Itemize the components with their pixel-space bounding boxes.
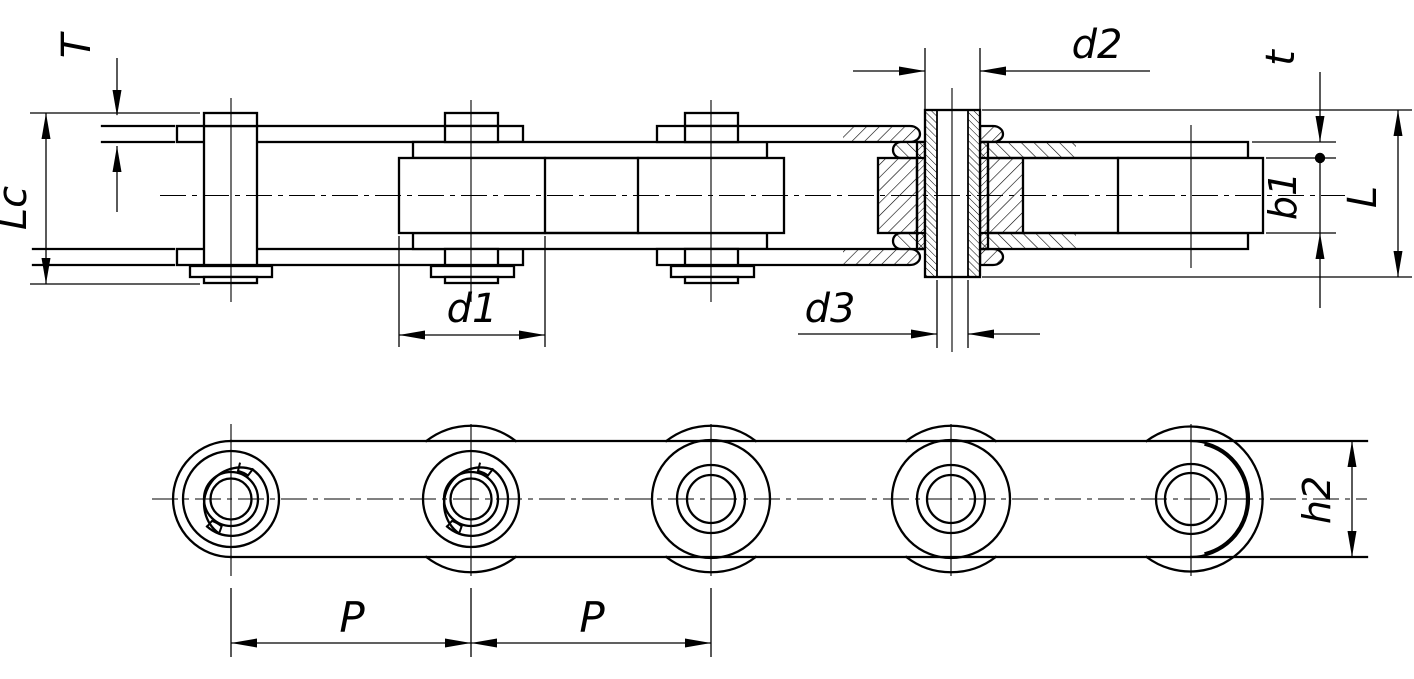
dimension-labels: T Lc d1 d2 d3 t b1 L h2 P P xyxy=(0,22,1386,642)
outer-plate-section-hatch xyxy=(843,249,920,265)
dim-label-b1: b1 xyxy=(1261,172,1305,220)
dim-label-h2: h2 xyxy=(1295,476,1339,524)
dim-label-Lc: Lc xyxy=(0,186,36,230)
outer-plate-bottom-1 xyxy=(175,247,525,267)
dimension-arrowheads xyxy=(41,66,1403,648)
dim-label-t: t xyxy=(1258,49,1304,66)
left-broken-plate-stubs xyxy=(31,124,176,267)
inner-plate-bottom-1 xyxy=(411,231,769,251)
dimension-dot-terminator xyxy=(1314,152,1326,164)
dim-label-L: L xyxy=(1340,186,1386,208)
joint-centerlines xyxy=(230,88,1192,576)
dim-label-d3: d3 xyxy=(805,286,856,332)
dimension-b1 xyxy=(1266,152,1336,308)
dim-label-P2: P xyxy=(579,593,605,642)
centerlines xyxy=(152,194,1367,500)
dim-label-d2: d2 xyxy=(1072,22,1123,68)
outer-plate-top-1 xyxy=(175,124,525,144)
dimension-L xyxy=(982,109,1412,278)
dim-label-d1: d1 xyxy=(447,286,498,332)
outer-plate-section-hatch xyxy=(843,126,920,142)
dimension-Lc xyxy=(30,112,200,285)
inner-plate-top-1 xyxy=(411,140,769,160)
dim-label-T: T xyxy=(54,30,100,58)
dim-label-P1: P xyxy=(339,593,365,642)
